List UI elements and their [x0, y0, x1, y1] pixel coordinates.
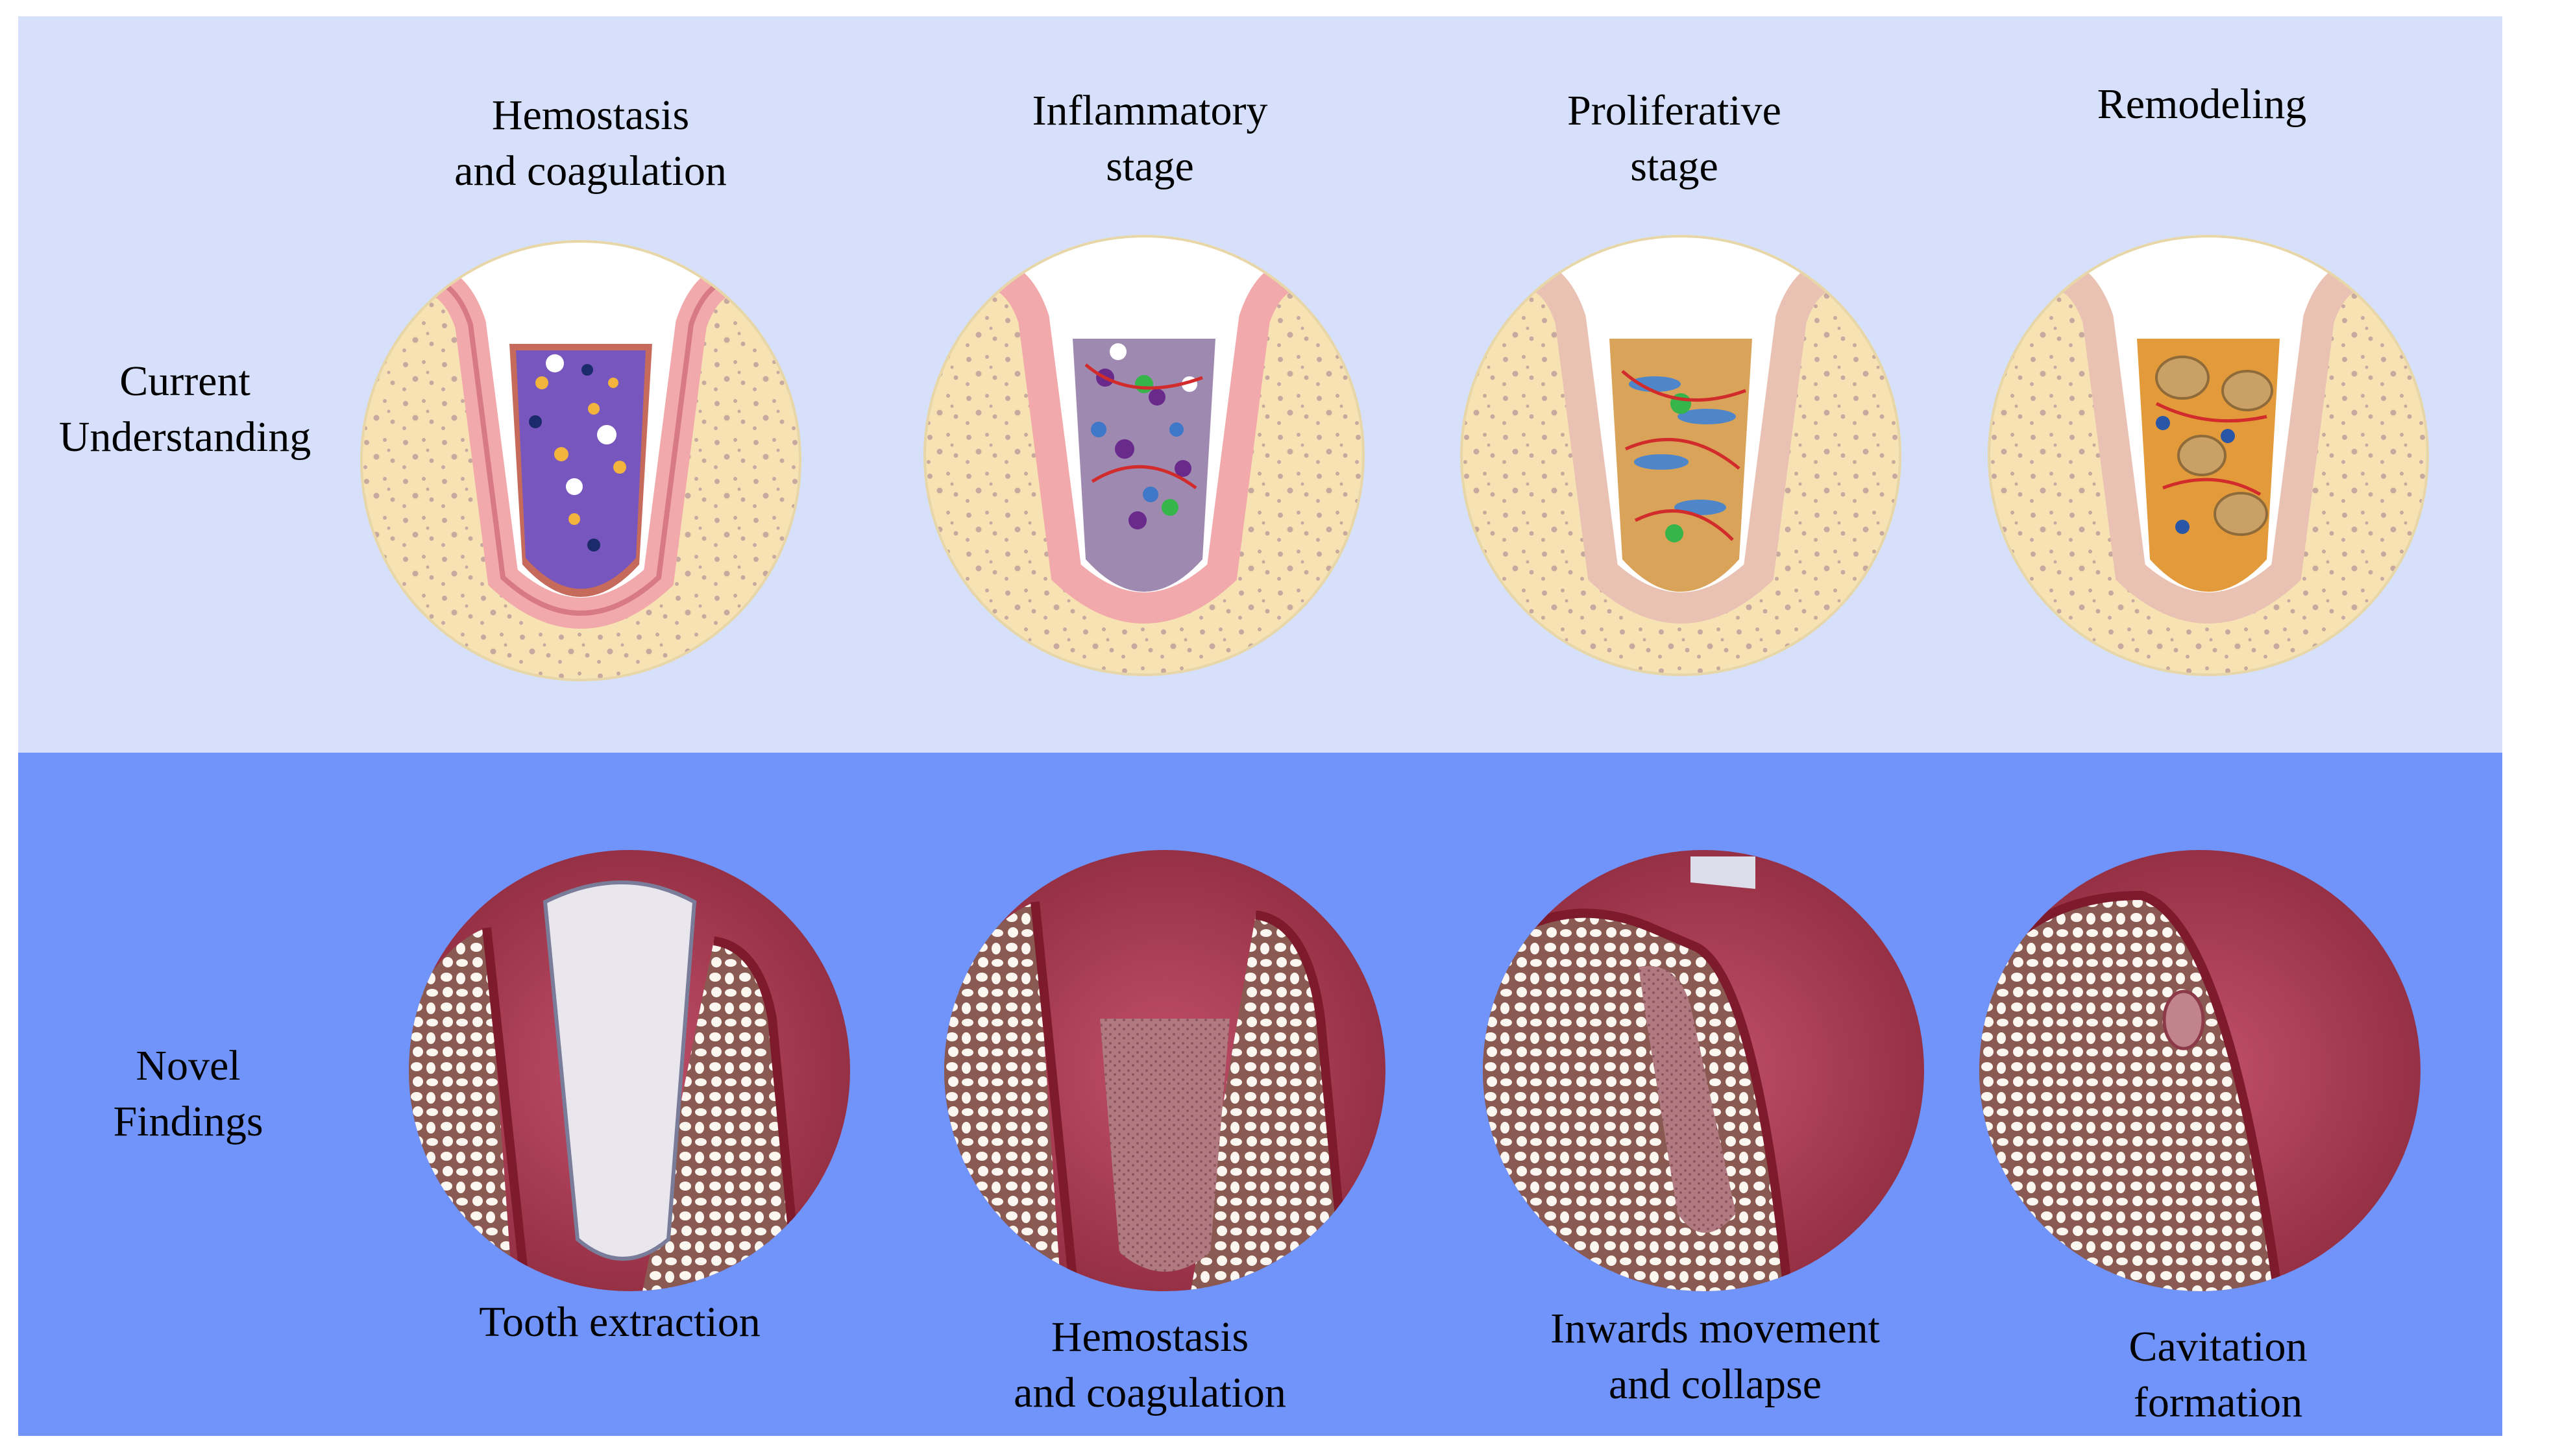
stage-title-proliferative: Proliferative stage: [1567, 87, 1781, 190]
row-label-current: Current Understanding: [58, 358, 311, 461]
caption-hemostasis: Hemostasis and coagulation: [1014, 1313, 1286, 1416]
scene-cavitation-formation: [1979, 850, 2421, 1291]
scene-proliferative-stage: [1460, 235, 1901, 676]
row-label-novel: Novel Findings: [113, 1042, 263, 1145]
stage-title-inflammatory: Inflammatory stage: [1032, 87, 1268, 190]
caption-cavitation: Cavitation formation: [2129, 1323, 2308, 1426]
caption-inwards-movement: Inwards movement and collapse: [1550, 1305, 1880, 1408]
scene-hemostasis-coagulation: [360, 240, 801, 681]
caption-tooth-extraction: Tooth extraction: [479, 1298, 761, 1346]
scene-inflammatory-stage: [923, 235, 1365, 676]
scene-remodeling: [1988, 235, 2429, 676]
scene-tooth-extraction: [409, 850, 850, 1291]
stage-title-hemostasis: Hemostasis and coagulation: [454, 91, 727, 195]
stage-title-remodeling: Remodeling: [2097, 80, 2307, 128]
scene-hemostasis-socket: [944, 850, 1385, 1291]
scene-inwards-movement-collapse: [1483, 850, 1924, 1291]
